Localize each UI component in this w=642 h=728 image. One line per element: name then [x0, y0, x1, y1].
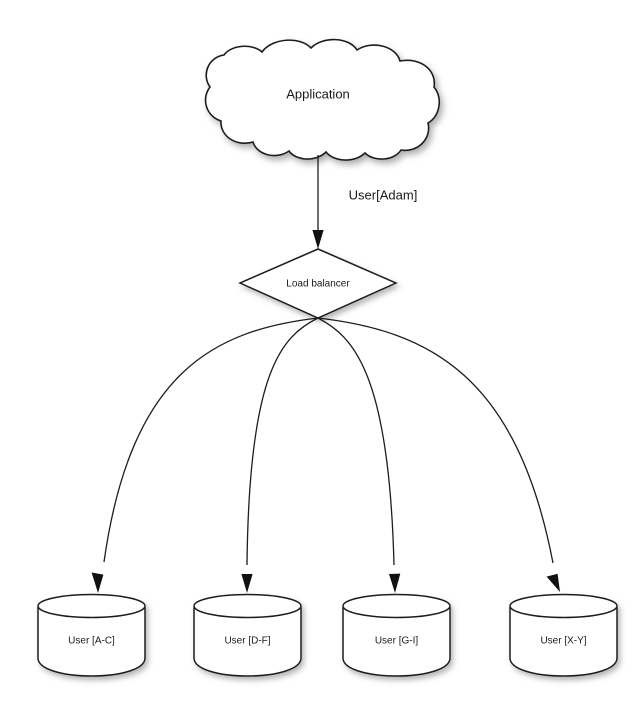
arrow-head-lb-db1	[241, 574, 253, 593]
cylinder-top-2	[342, 593, 451, 619]
cylinder-body-0	[37, 607, 146, 677]
edge-lb-to-db-1	[241, 317, 319, 593]
database-1-label: User [D-F]	[224, 636, 270, 647]
database-3-label: User [X-Y]	[540, 636, 586, 647]
arrow-head-lb-db2	[389, 573, 401, 593]
arrow-head-app-lb	[312, 230, 324, 249]
load-balancer-label: Load balancer	[286, 279, 350, 290]
edge-curve-lb-db3	[317, 317, 554, 564]
edge-application-to-load-balancer: User[Adam]	[312, 155, 417, 249]
cylinder-top-0	[37, 593, 146, 619]
node-database-0[interactable]: User [A-C]	[37, 593, 146, 677]
arrow-head-lb-db3	[546, 573, 560, 592]
node-application[interactable]: Application	[204, 38, 441, 161]
cylinder-body-3	[509, 607, 618, 677]
database-2-label: User [G-I]	[375, 636, 419, 647]
node-database-3[interactable]: User [X-Y]	[509, 593, 618, 677]
node-database-1[interactable]: User [D-F]	[193, 593, 302, 677]
arrow-head-lb-db0	[91, 572, 104, 593]
edge-label-user-adam: User[Adam]	[349, 187, 418, 202]
edge-lb-to-db-0	[91, 317, 319, 593]
edge-curve-lb-db0	[103, 317, 319, 563]
application-label: Application	[286, 86, 350, 101]
cylinder-body-2	[342, 607, 451, 677]
cylinder-top-3	[509, 593, 618, 619]
cylinder-top-1	[193, 593, 302, 619]
database-0-label: User [A-C]	[68, 636, 115, 647]
edge-curve-lb-db1	[246, 317, 319, 566]
node-database-2[interactable]: User [G-I]	[342, 593, 451, 677]
cloud-shape	[204, 38, 441, 161]
node-load-balancer[interactable]: Load balancer	[238, 248, 398, 319]
cylinder-body-1	[193, 607, 302, 677]
edge-lb-to-db-3	[317, 317, 560, 592]
edge-lb-to-db-2	[317, 317, 401, 593]
edge-curve-lb-db2	[317, 317, 395, 566]
